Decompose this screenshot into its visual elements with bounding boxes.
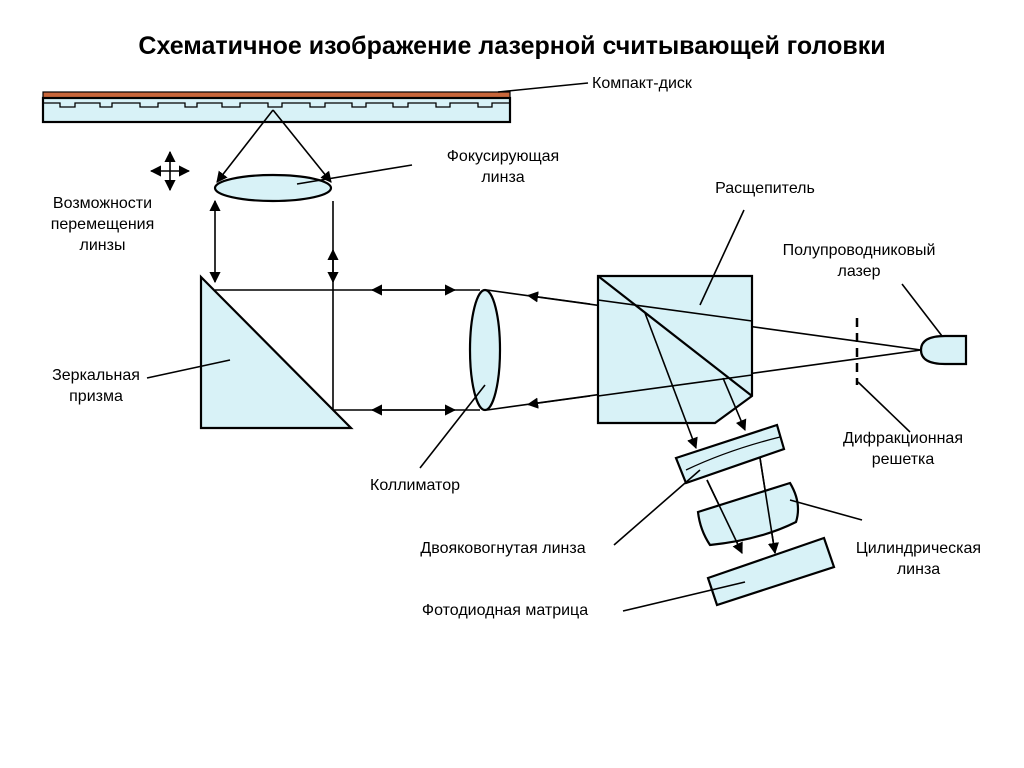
- focus-ray-left: [216, 109, 274, 183]
- disc-pits: [43, 102, 510, 108]
- cylindrical-lens: [696, 481, 800, 547]
- disc-body: [41, 96, 512, 124]
- label-mirror-prism: Зеркальная призма: [52, 367, 140, 405]
- leader-splitter: [699, 209, 745, 306]
- leader-laser: [901, 283, 943, 337]
- label-collimator: Коллиматор: [370, 477, 460, 494]
- collimator-lens: [468, 288, 502, 412]
- label-grating: Дифракционная решетка: [843, 430, 963, 468]
- leader-cylindrical: [789, 499, 863, 521]
- biconcave-lens: [674, 423, 786, 485]
- return-beam-right-a: [722, 377, 747, 432]
- label-laser: Полупроводниковый лазер: [782, 242, 936, 280]
- focusing-lens: [213, 173, 333, 203]
- beam-splitter: [596, 274, 754, 425]
- mirror-prism: [199, 274, 354, 430]
- label-splitter: Расщепитель: [715, 180, 815, 197]
- label-lens-movement: Возможности перемещения линзы: [50, 195, 155, 254]
- photodiode-matrix: [706, 536, 836, 607]
- leader-disc: [497, 82, 589, 93]
- label-disc: Компакт-диск: [592, 75, 692, 92]
- leader-photodiode: [622, 581, 746, 612]
- compact-disc: [41, 91, 512, 124]
- focus-ray-right: [272, 109, 332, 183]
- return-beam-left-a: [644, 312, 698, 450]
- diagram-title: Схематичное изображение лазерной считыва…: [138, 32, 886, 60]
- leader-focus-lens: [296, 164, 413, 185]
- label-cylindrical-lens: Цилиндрическая линза: [855, 540, 982, 578]
- laser-diode: [919, 334, 968, 366]
- label-biconcave-lens: Двояковогнутая линза: [420, 540, 586, 557]
- move-arrows-icon: [149, 150, 191, 192]
- leader-biconcave: [613, 469, 701, 546]
- leader-mirror-prism: [146, 359, 231, 379]
- label-focusing-lens: Фокусирующая линза: [446, 148, 560, 186]
- leader-collimator: [419, 384, 486, 469]
- leader-grating: [857, 381, 911, 433]
- label-photodiode: Фотодиодная матрица: [421, 602, 589, 619]
